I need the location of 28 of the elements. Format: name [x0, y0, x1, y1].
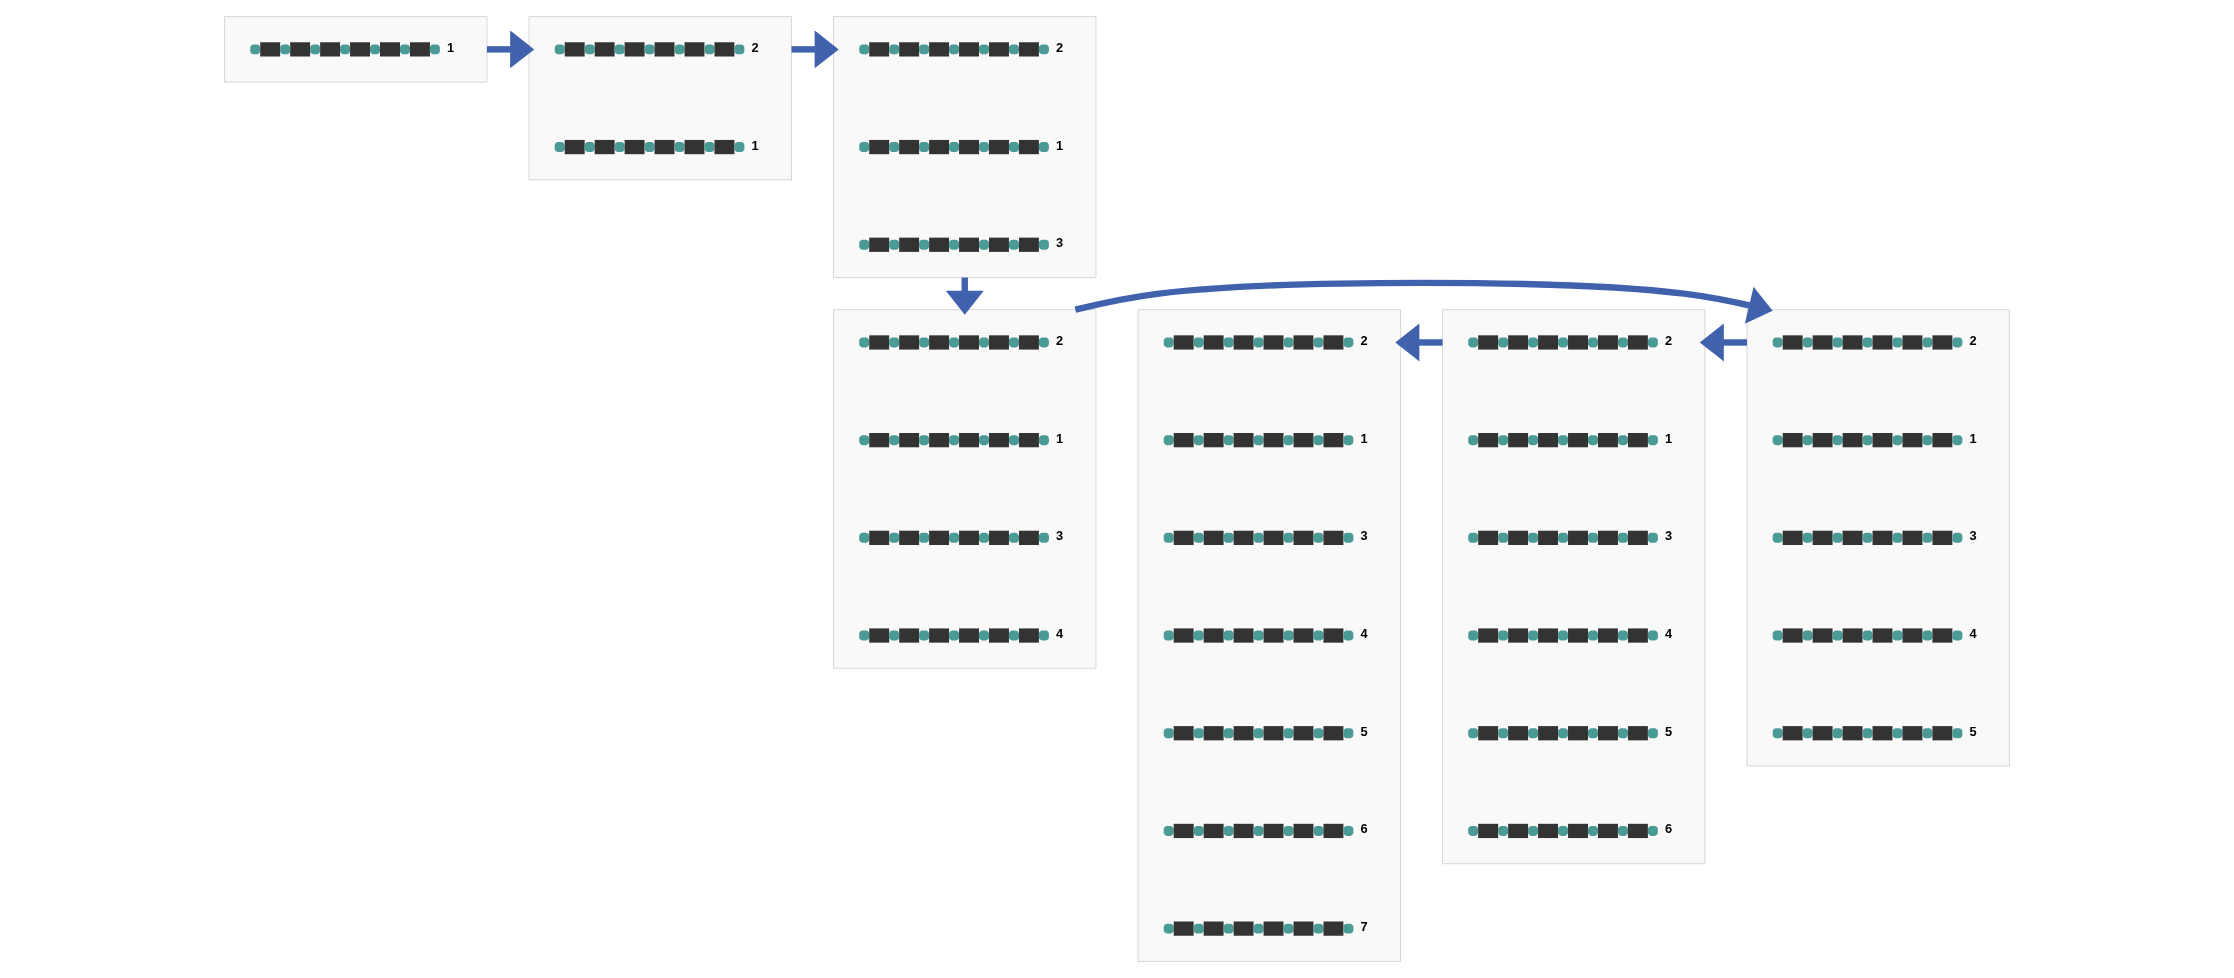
node-label: 5	[1360, 723, 1368, 739]
node-label: 3	[1056, 528, 1064, 544]
node-label: 6	[1665, 821, 1673, 837]
node-label: 3	[1360, 528, 1368, 544]
node-label: 4	[1056, 625, 1064, 641]
node-label: 5	[1665, 723, 1673, 739]
node-label: 1	[1360, 430, 1368, 446]
node-label: 4	[1360, 625, 1368, 641]
node-label: 7	[1360, 919, 1368, 935]
node-label: 1	[1665, 430, 1673, 446]
node-label: 2	[1360, 332, 1368, 348]
node-label: 2	[1056, 39, 1064, 55]
node-label: 2	[751, 39, 759, 55]
node-label: 1	[1969, 430, 1977, 446]
node-label: 2	[1969, 332, 1977, 348]
node-label: 2	[1056, 332, 1064, 348]
node-label: 3	[1056, 235, 1064, 251]
node-label: 1	[1056, 137, 1064, 153]
node-label: 4	[1969, 625, 1977, 641]
node-label: 5	[1969, 723, 1977, 739]
node-label: 2	[1665, 332, 1673, 348]
node-label: 3	[1665, 528, 1673, 544]
node-label: 4	[1665, 625, 1673, 641]
node-label: 3	[1969, 528, 1977, 544]
node-label: 6	[1360, 821, 1368, 837]
node-label: 1	[751, 137, 759, 153]
node-label: 1	[1056, 430, 1064, 446]
node-label: 1	[447, 39, 455, 55]
